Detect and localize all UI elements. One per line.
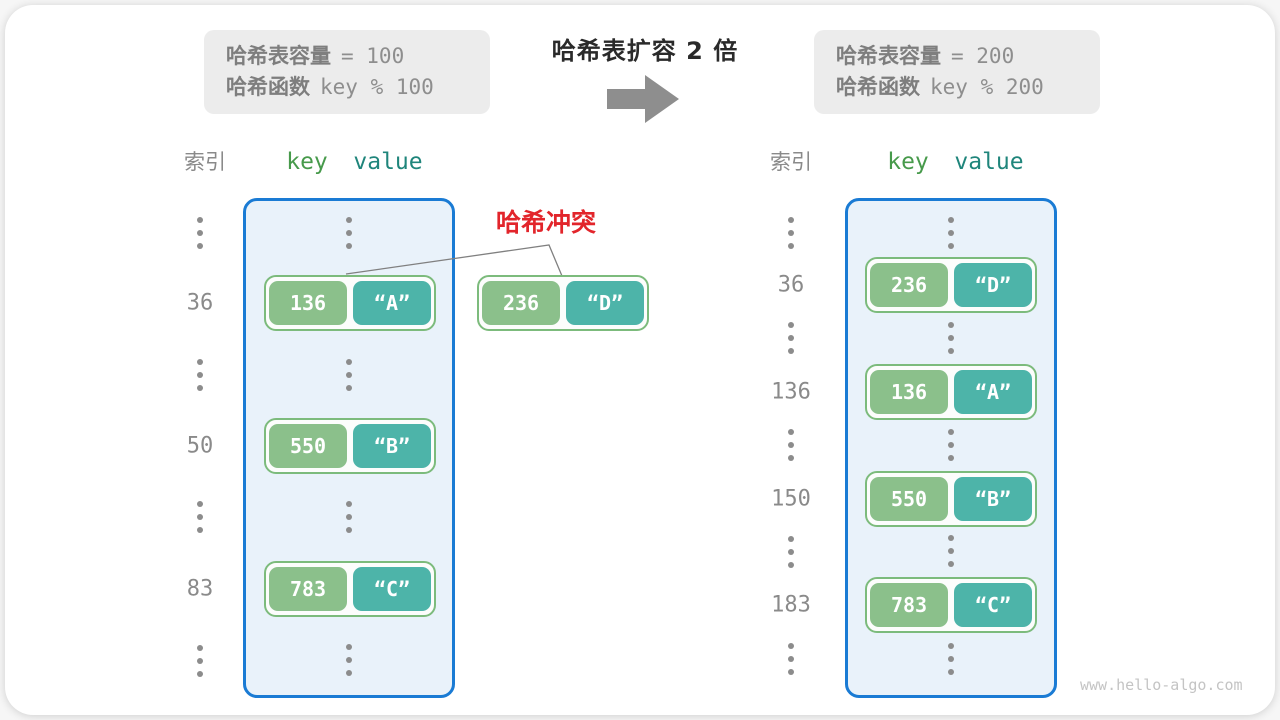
pair-783-C: 783 “C” — [264, 561, 436, 617]
before-capacity-value: = 100 — [341, 43, 405, 68]
ellipsis-dots — [197, 645, 203, 677]
ellipsis-dots — [948, 217, 954, 249]
after-hashfn-expr: key % 200 — [930, 75, 1044, 99]
value-cell: “C” — [353, 567, 431, 611]
pair-136-A-after: 136 “A” — [865, 364, 1037, 420]
pair-236-D-colliding: 236 “D” — [477, 275, 649, 331]
before-capacity-box: 哈希表容量 = 100 哈希函数 key % 100 — [204, 30, 490, 114]
diagram-card — [5, 5, 1275, 715]
before-key-header: key — [286, 149, 328, 175]
key-cell: 550 — [269, 424, 347, 468]
after-hashfn-label: 哈希函数 — [836, 75, 920, 99]
key-cell: 236 — [482, 281, 560, 325]
pair-783-C-after: 783 “C” — [865, 577, 1037, 633]
ellipsis-dots — [197, 359, 203, 391]
before-index-header: 索引 — [184, 150, 226, 174]
before-hashfn-label: 哈希函数 — [226, 75, 310, 99]
after-index-header: 索引 — [770, 150, 812, 174]
ellipsis-dots — [346, 217, 352, 249]
pair-136-A: 136 “A” — [264, 275, 436, 331]
value-cell: “A” — [954, 370, 1032, 414]
after-capacity-line: 哈希表容量 = 200 — [836, 44, 1100, 69]
ellipsis-dots — [197, 501, 203, 533]
after-key-header: key — [887, 149, 929, 175]
ellipsis-dots — [788, 429, 794, 461]
ellipsis-dots — [948, 322, 954, 354]
ellipsis-dots — [346, 644, 352, 676]
after-index-36: 36 — [777, 272, 805, 298]
before-value-header: value — [353, 149, 423, 175]
value-cell: “A” — [353, 281, 431, 325]
after-capacity-value: = 200 — [951, 43, 1015, 68]
before-capacity-label: 哈希表容量 — [226, 43, 331, 68]
after-capacity-box: 哈希表容量 = 200 哈希函数 key % 200 — [814, 30, 1100, 114]
before-index-36: 36 — [186, 290, 214, 316]
value-cell: “B” — [353, 424, 431, 468]
ellipsis-dots — [346, 501, 352, 533]
value-cell: “C” — [954, 583, 1032, 627]
after-index-183: 183 — [771, 592, 811, 618]
ellipsis-dots — [948, 429, 954, 461]
ellipsis-dots — [788, 536, 794, 568]
ellipsis-dots — [788, 643, 794, 675]
watermark: www.hello-algo.com — [1080, 676, 1243, 694]
ellipsis-dots — [788, 322, 794, 354]
after-index-136: 136 — [771, 379, 811, 405]
ellipsis-dots — [788, 217, 794, 249]
before-capacity-line: 哈希表容量 = 100 — [226, 44, 490, 69]
pair-550-B: 550 “B” — [264, 418, 436, 474]
after-capacity-label: 哈希表容量 — [836, 43, 941, 68]
value-cell: “D” — [566, 281, 644, 325]
before-hashfn-expr: key % 100 — [320, 75, 434, 99]
after-value-header: value — [954, 149, 1024, 175]
key-cell: 550 — [870, 477, 948, 521]
collision-label: 哈希冲突 — [496, 208, 597, 237]
ellipsis-dots — [948, 643, 954, 675]
key-cell: 783 — [269, 567, 347, 611]
key-cell: 236 — [870, 263, 948, 307]
before-hashfn-line: 哈希函数 key % 100 — [226, 75, 490, 100]
expand-title: 哈希表扩容 2 倍 — [551, 37, 739, 65]
after-index-150: 150 — [771, 486, 811, 512]
value-cell: “B” — [954, 477, 1032, 521]
pair-236-D: 236 “D” — [865, 257, 1037, 313]
pair-550-B-after: 550 “B” — [865, 471, 1037, 527]
after-hashfn-line: 哈希函数 key % 200 — [836, 75, 1100, 100]
key-cell: 136 — [870, 370, 948, 414]
ellipsis-dots — [948, 535, 954, 567]
key-cell: 783 — [870, 583, 948, 627]
before-index-83: 83 — [186, 576, 214, 602]
before-index-50: 50 — [186, 433, 214, 459]
key-cell: 136 — [269, 281, 347, 325]
ellipsis-dots — [346, 359, 352, 391]
ellipsis-dots — [197, 217, 203, 249]
value-cell: “D” — [954, 263, 1032, 307]
right-arrow-icon — [607, 75, 679, 123]
